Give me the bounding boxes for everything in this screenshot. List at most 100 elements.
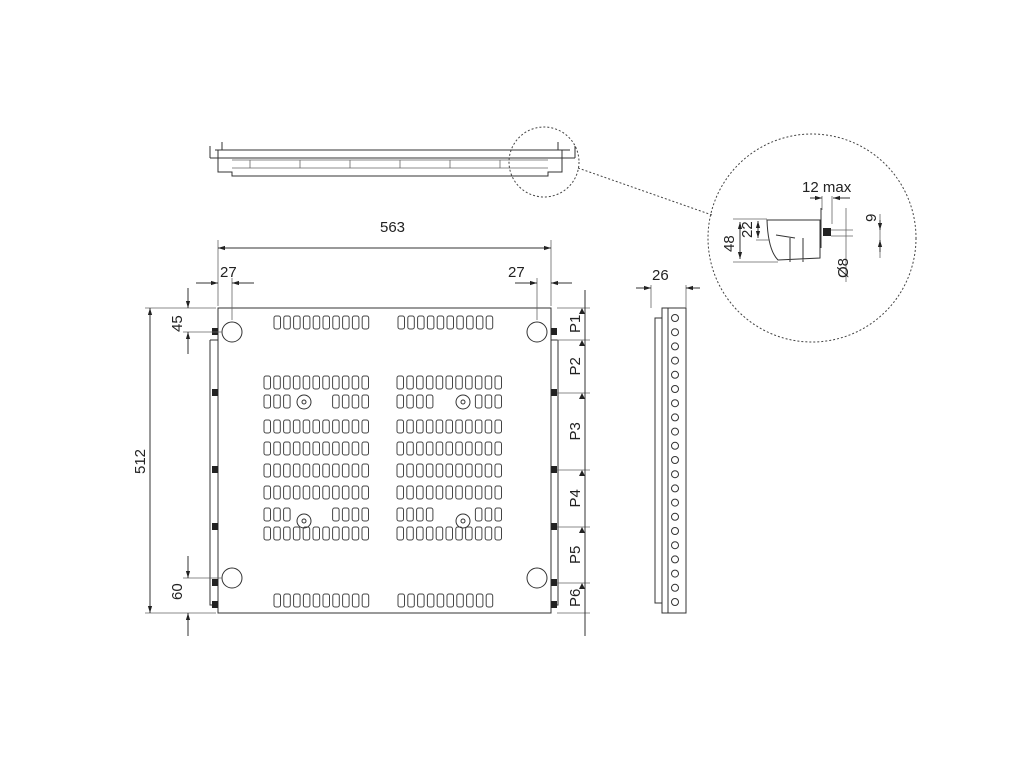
vent-slot [416,375,424,390]
vent-slot [406,394,414,409]
vent-slot [484,375,493,390]
vent-slot [425,485,434,500]
vent-slot [494,375,502,390]
vent-slot [406,485,414,500]
vent-slot [445,375,453,390]
vent-slot [396,394,404,409]
vent-slot [455,375,463,390]
bolt [671,370,679,379]
bolt [671,569,679,578]
vent-slot [322,593,330,608]
vent-slot [466,315,474,330]
vent-slot [426,315,435,330]
vent-slot [273,441,281,456]
vent-slot [494,419,502,434]
vent-slot [292,375,301,390]
vent-slot [416,441,424,456]
vent-slot [494,507,502,522]
vent-slot [484,394,493,409]
vent-slot [397,593,405,608]
side-mark [212,523,218,530]
vent-slot [351,526,360,541]
vent-slot [332,485,340,500]
vent-slot [455,526,463,541]
vent-slot [455,441,463,456]
bolt [671,484,679,493]
bolt [671,598,679,606]
side-mark [212,579,218,586]
bolt [671,356,679,365]
vent-slot [416,526,424,541]
vent-slot [484,441,493,456]
bolt [671,512,679,521]
vent-slot [283,593,291,608]
detail-diameter-label: Ø8 [835,258,852,278]
vent-slot [312,375,320,390]
width-dimension: 563 [380,219,405,236]
vent-slot [283,441,291,456]
vent-slot [312,593,321,608]
vent-slot [332,526,340,541]
vent-slot [302,463,311,478]
pitch-label-p5: P5 [567,546,584,564]
center-boss [455,513,471,529]
top-view [209,126,713,216]
vent-slot [292,441,301,456]
vent-slot [341,463,350,478]
vent-slot [342,593,350,608]
side-mark [551,523,557,530]
vent-slot [465,441,473,456]
vent-slot [332,441,340,456]
bolt [671,413,679,422]
vent-slot [465,463,473,478]
left-offset-dimension: 27 [220,264,237,281]
vent-slot [474,526,483,541]
vent-slot [273,507,281,522]
detail-offset-label: 9 [863,214,880,222]
bolt [671,498,679,507]
center-boss [296,513,312,529]
bolt [671,456,679,464]
vent-slot [273,375,281,390]
vent-slot [273,485,281,500]
vent-slot [263,485,271,500]
vent-slot [416,394,424,409]
bolt [671,314,679,322]
side-mark [551,328,557,335]
vent-slot [445,485,453,500]
bolt [671,441,679,450]
vent-slot [361,507,369,522]
vent-slot [416,485,424,500]
vent-slot [351,463,360,478]
pitch-label-p6: P6 [567,589,584,607]
vent-slot [396,463,404,478]
vent-slot [322,441,330,456]
vent-slot [283,463,291,478]
vent-slot [292,419,301,434]
vent-slot [273,394,281,409]
vent-slot [425,394,434,409]
side-mark [212,328,218,335]
vent-slot [484,485,493,500]
vent-slot [322,375,330,390]
vent-slot [283,507,291,522]
bolt [671,583,679,592]
pitch-label-p2: P2 [567,357,584,375]
vent-slot [396,419,404,434]
vent-slot [396,441,404,456]
vent-slot [484,419,493,434]
vent-slot [484,463,493,478]
vent-slot [293,593,301,608]
vent-slot [474,394,483,409]
detail-callout-circle [508,126,580,198]
vent-slot [351,394,360,409]
vent-slot [474,375,483,390]
vent-slot [455,463,463,478]
vent-slot [283,394,291,409]
vent-slot [435,441,444,456]
mounting-hole [526,567,548,589]
vent-slot [406,507,414,522]
vent-slot [426,593,435,608]
vent-slot [283,526,291,541]
